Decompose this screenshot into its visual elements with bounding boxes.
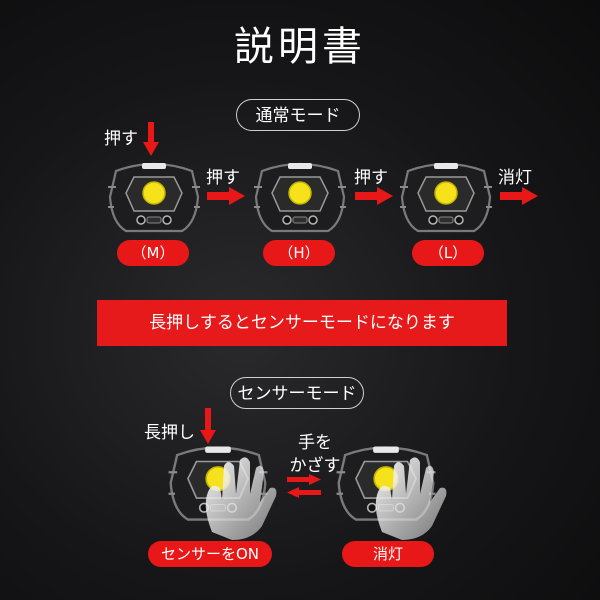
hand-label-line1: 手を bbox=[298, 433, 332, 453]
mode-medium-pill: （M） bbox=[117, 240, 189, 266]
long-press-banner: 長押しするとセンサーモードになります bbox=[97, 300, 507, 346]
mode-low-pill: （L） bbox=[412, 240, 484, 266]
headlamp-low bbox=[396, 157, 496, 237]
press-label-1: 押す bbox=[206, 168, 240, 188]
swap-arrows-icon bbox=[287, 474, 321, 498]
long-press-label: 長押し bbox=[144, 423, 195, 443]
headlamp-high bbox=[250, 157, 350, 237]
mode-high-pill: （H） bbox=[263, 240, 335, 266]
press-label-2: 押す bbox=[354, 168, 388, 188]
hand-icon bbox=[375, 457, 447, 540]
off-label-normal: 消灯 bbox=[498, 168, 532, 188]
headlamp-medium bbox=[104, 157, 204, 237]
hand-icon bbox=[205, 457, 277, 540]
sensor-on-pill: センサーをON bbox=[148, 541, 272, 567]
page-title: 説明書 bbox=[234, 24, 366, 70]
right-arrow-icon bbox=[355, 187, 393, 205]
right-arrow-icon bbox=[207, 187, 245, 205]
press-label-top: 押す bbox=[104, 129, 138, 149]
sensor-off-pill: 消灯 bbox=[342, 541, 434, 567]
right-arrow-icon bbox=[500, 187, 538, 205]
hand-label-line2: かざす bbox=[289, 456, 341, 476]
down-arrow-icon bbox=[143, 122, 159, 156]
down-arrow-icon bbox=[200, 408, 216, 444]
sensor-mode-heading: センサーモード bbox=[230, 377, 364, 409]
normal-mode-heading: 通常モード bbox=[236, 99, 360, 131]
